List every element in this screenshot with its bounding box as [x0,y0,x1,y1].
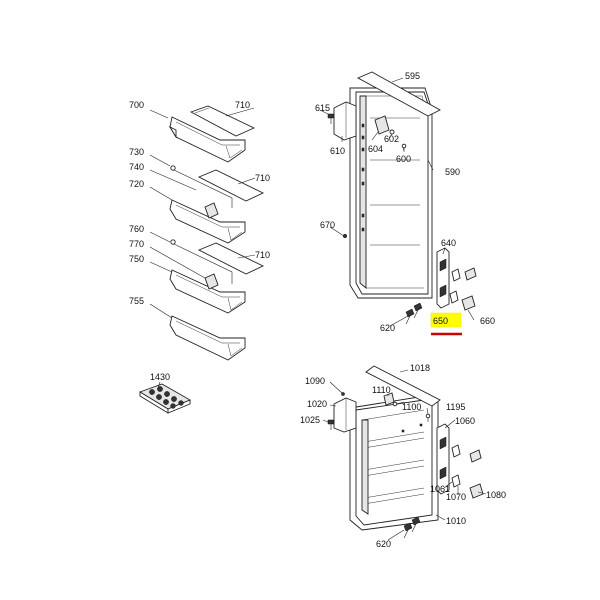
door-shelf-755 [169,315,246,361]
label-740: 740 [129,162,144,172]
label-1195: 1195 [446,402,465,412]
label-590: 590 [445,167,460,177]
label-760: 760 [129,224,144,234]
shelf-lid-710-top [189,105,256,137]
screws-620-top [405,302,423,325]
part-labels: 700 710 730 740 720 710 760 770 750 710 … [129,71,506,549]
label-1100: 1100 [402,402,421,412]
label-1070: 1070 [446,492,466,502]
label-610: 610 [330,146,345,156]
screws-620-bottom [403,516,421,539]
pin-600 [401,143,407,152]
label-640: 640 [441,238,456,248]
egg-tray-1430 [138,383,192,414]
cap-1080 [469,483,484,499]
freezer-door-1010 [349,395,439,531]
shelf-rod-770 [170,239,233,284]
label-660: 660 [480,316,495,326]
label-604: 604 [368,144,383,154]
door-top-cover-1018 [365,365,441,407]
door-shelf-720 [169,199,246,244]
label-620-top: 620 [380,323,395,333]
shelf-lid-710-bottom [197,242,265,275]
label-710-middle: 710 [255,173,270,183]
label-650: 650 [433,316,448,326]
bracket-604 [374,115,390,135]
label-600: 600 [396,154,411,164]
label-1010: 1010 [446,516,466,526]
door-shelf-750 [169,269,246,314]
label-750: 750 [129,254,144,264]
label-1430: 1430 [150,372,170,382]
highlight-650 [430,312,462,328]
screw-615 [327,113,335,124]
label-730: 730 [129,147,144,157]
label-755: 755 [129,296,144,306]
fridge-door-590 [349,87,433,299]
label-710-bottom: 710 [255,250,270,260]
stop-1061 [451,474,461,488]
pin-1195 [425,413,431,422]
label-1080: 1080 [486,490,506,500]
label-615: 615 [315,103,330,113]
label-1110: 1110 [372,385,391,395]
label-1090: 1090 [305,376,325,386]
label-1060: 1060 [455,416,475,426]
label-710-top: 710 [235,100,250,110]
label-595: 595 [405,71,420,81]
screw-1025 [327,419,335,430]
label-602: 602 [384,134,399,144]
label-1061: 1061 [430,484,450,494]
label-720: 720 [129,179,144,189]
label-1025: 1025 [300,415,320,425]
label-700: 700 [129,100,144,110]
hinge-640 [436,247,477,309]
hinge-1060 [436,423,482,495]
shelf-lid-710-middle [197,169,265,202]
shelf-rod-740 [170,165,233,208]
label-770: 770 [129,239,144,249]
cap-660 [461,295,476,311]
door-top-cover-595 [356,71,441,117]
leader-lines [149,77,487,541]
label-670: 670 [320,220,335,230]
label-1020: 1020 [307,399,327,409]
hinge-1020 [333,397,357,433]
stop-650 [449,290,459,304]
label-1018: 1018 [410,363,430,373]
door-shelf-700 [168,116,246,163]
label-620-bottom: 620 [376,539,391,549]
pin-670 [342,233,348,239]
hinge-610 [333,101,357,141]
